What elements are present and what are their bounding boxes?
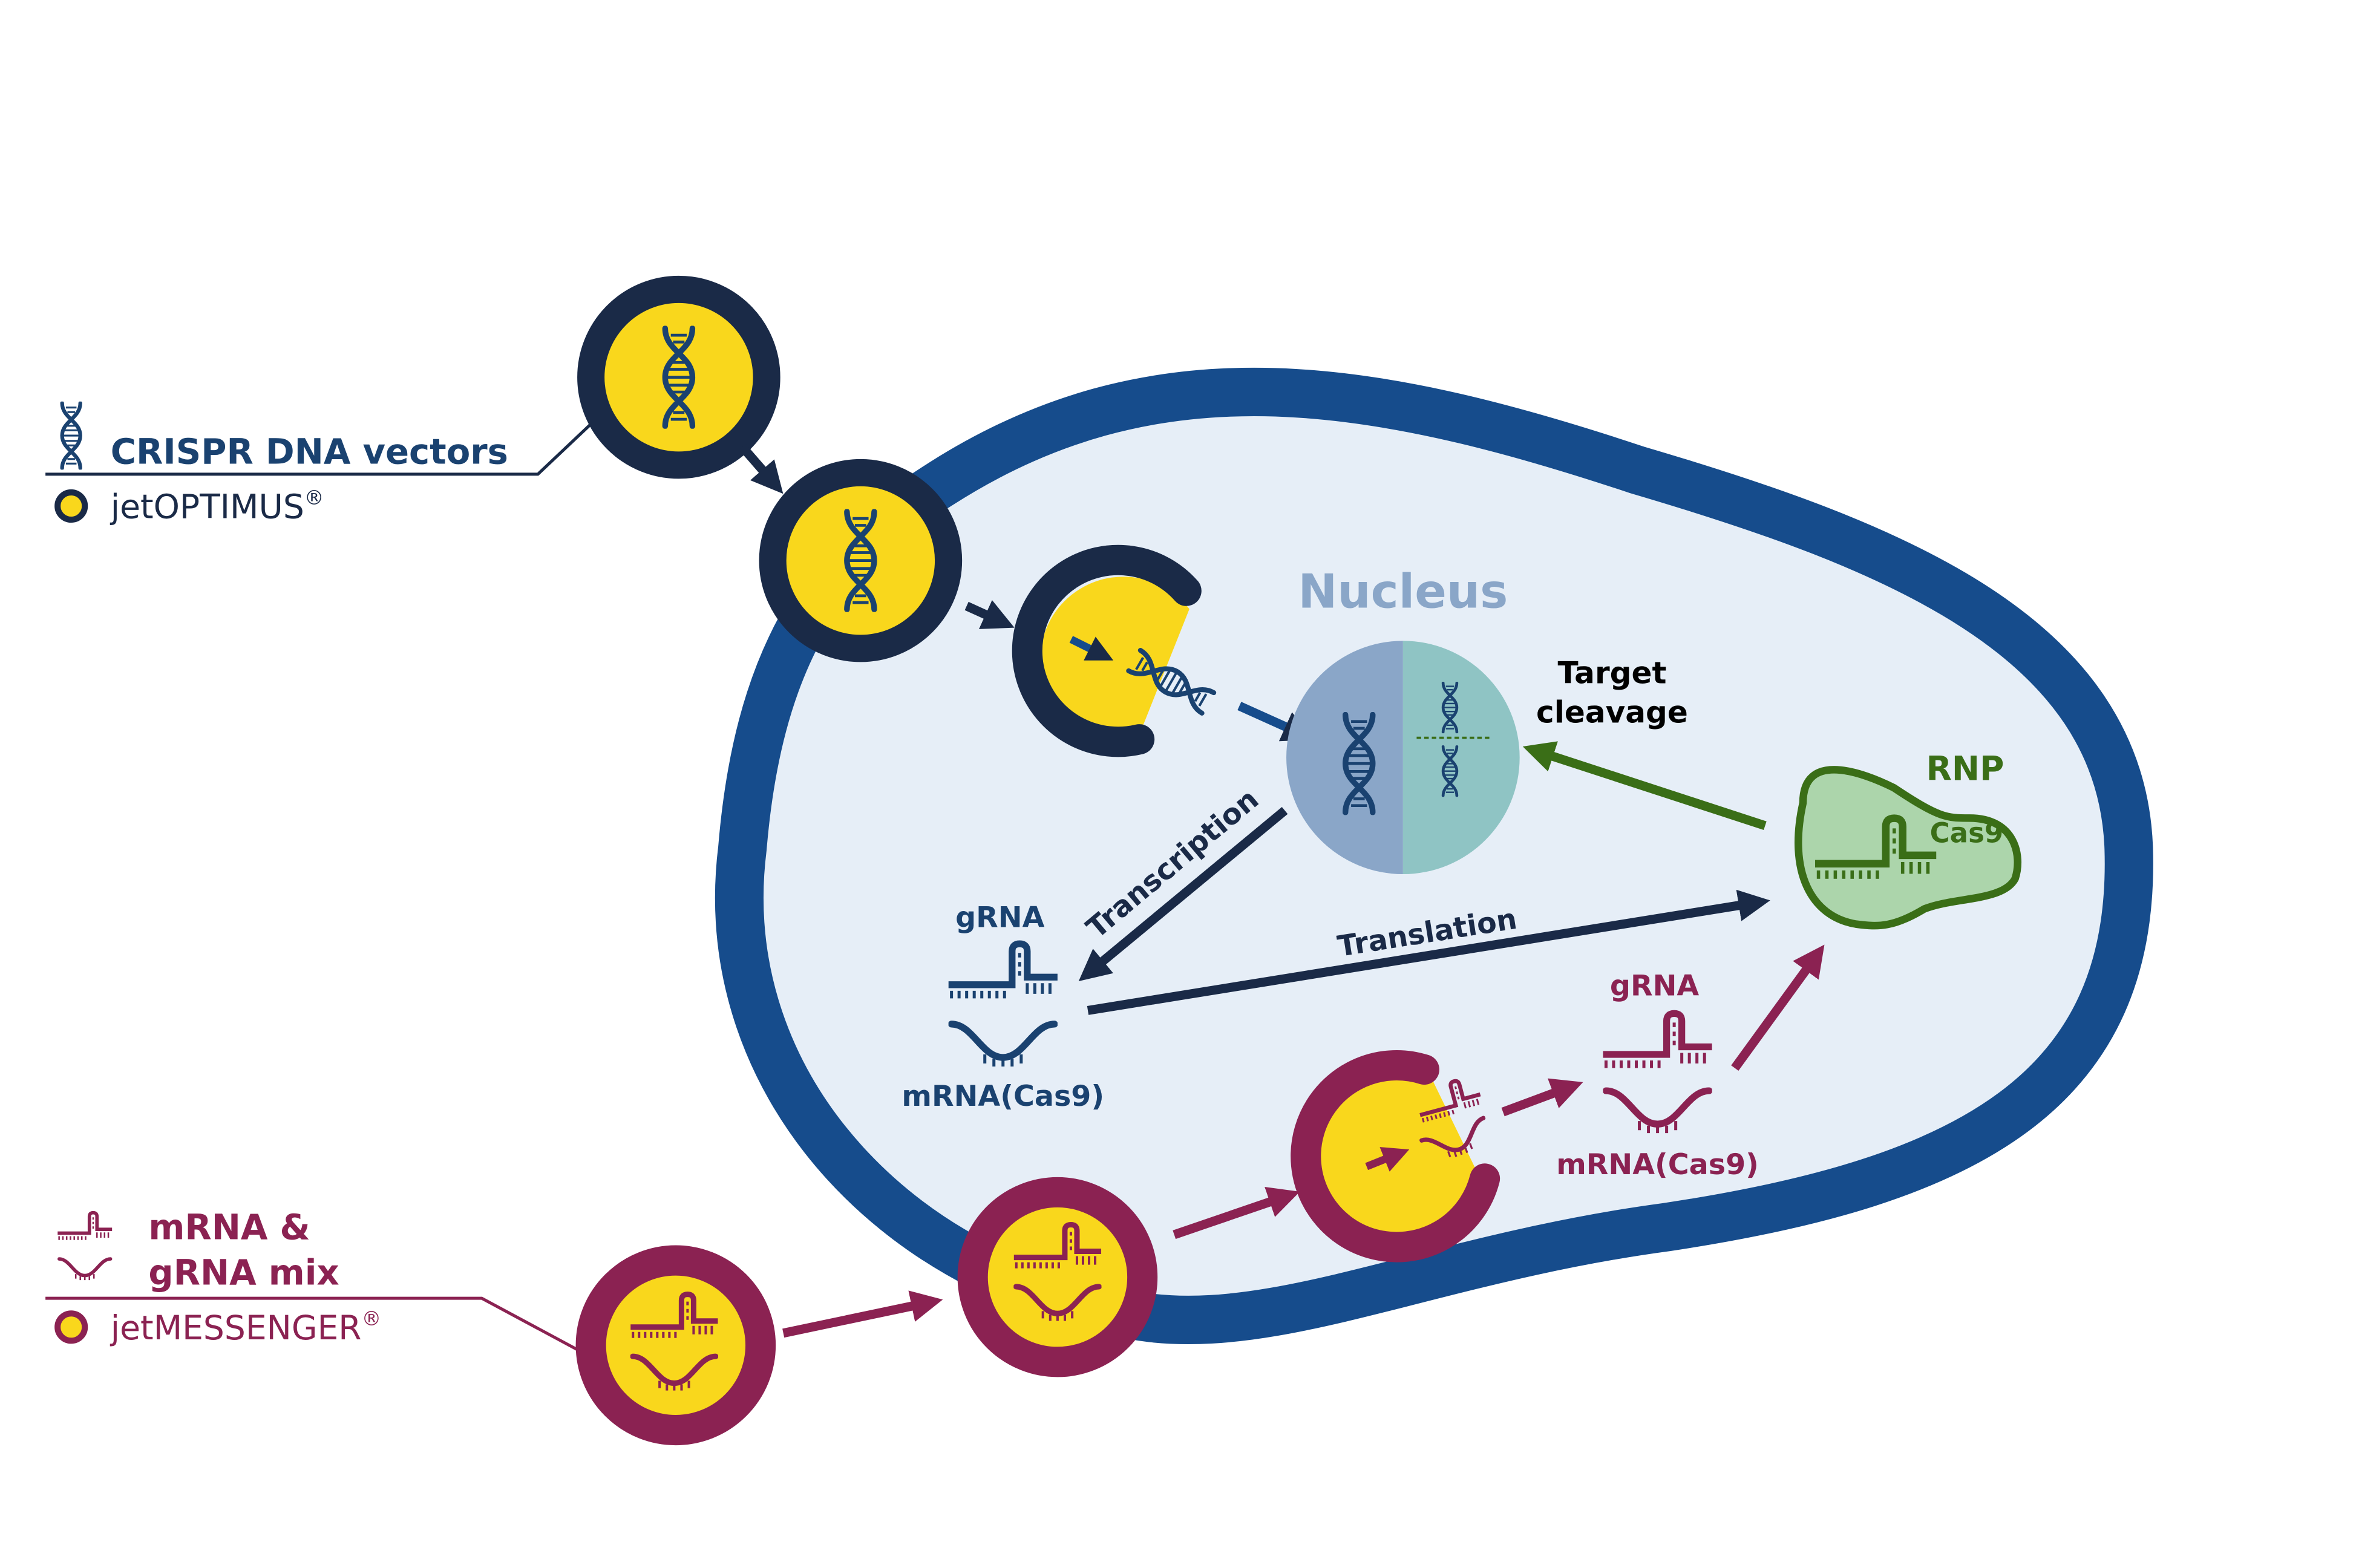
mrna-cas9-label: mRNA(Cas9): [901, 1080, 1104, 1113]
nucleus-label: Nucleus: [1298, 564, 1508, 619]
legend-dna: CRISPR DNA vectors jetOPTIMUS®: [45, 403, 595, 526]
cleaved-dna-icon: [1443, 683, 1457, 732]
dna-particle-outside: [577, 275, 780, 479]
legend-mrna-title-2: gRNA mix: [148, 1253, 339, 1293]
legend-mrna: mRNA & gRNA mix jetMESSENGER®: [45, 1207, 584, 1354]
cleavage-arrow: [1522, 741, 1767, 831]
dna-helix-icon: [1346, 714, 1373, 812]
mrna-particle-membrane: [957, 1177, 1158, 1377]
rnp-complex: RNP Cas9: [1795, 750, 2022, 930]
translation-arrow: [1087, 889, 1770, 1015]
legend-jetoptimus: jetOPTIMUS®: [110, 486, 324, 526]
grna-label: gRNA: [955, 901, 1044, 935]
target-cleavage-label-2: cleavage: [1536, 695, 1688, 730]
grna-icon: [57, 1213, 112, 1240]
nucleus: Nucleus: [1286, 564, 1520, 874]
legend-mrna-title-1: mRNA &: [148, 1207, 310, 1248]
dna-helix-icon: [62, 403, 80, 468]
transcription-arrow: [1078, 807, 1288, 982]
dna-endosome: [1012, 544, 1214, 757]
grna-label: gRNA: [1610, 969, 1699, 1002]
legend-jetmessenger: jetMESSENGER®: [110, 1307, 381, 1347]
rnp-label: RNP: [1926, 750, 2004, 788]
jetoptimus-particle-icon: [54, 489, 88, 523]
dna-particle-membrane: [759, 459, 963, 662]
mrna-icon: [59, 1259, 111, 1280]
mrna-particle-outside: [575, 1245, 776, 1446]
cas9-label: Cas9: [1930, 817, 2004, 849]
jetmessenger-particle-icon: [54, 1310, 88, 1344]
cleaved-dna-icon: [1443, 746, 1457, 795]
legend-dna-title: CRISPR DNA vectors: [111, 431, 508, 472]
mrna-endosome: [1291, 1050, 1500, 1263]
target-cleavage-label-1: Target: [1557, 655, 1666, 690]
mrna-cas9-label: mRNA(Cas9): [1556, 1148, 1759, 1181]
